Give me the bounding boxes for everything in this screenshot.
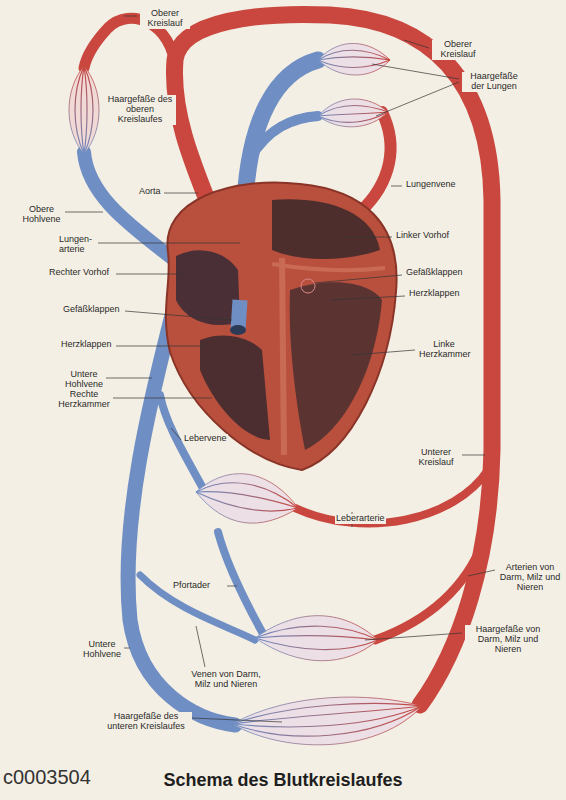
- part-label: Untere Hohlvene: [80, 640, 124, 660]
- part-label: Obere Hohlvene: [18, 205, 65, 225]
- diagram-title: Schema des Blutkreislaufes: [0, 770, 566, 791]
- part-label: Rechte Herzkammer: [55, 390, 113, 410]
- part-label: Rechter Vorhof: [48, 268, 110, 278]
- part-label: Gefäßklappen: [62, 305, 121, 315]
- part-label: Haargefäße von Darm, Milz und Nieren: [465, 625, 551, 655]
- part-label: Linker Vorhof: [395, 231, 450, 241]
- part-label: Arterien von Darm, Milz und Nieren: [498, 563, 562, 593]
- part-label: Haargefäße des oberen Kreislaufes: [104, 95, 176, 125]
- part-label: Leberarterie: [335, 514, 386, 524]
- part-label: Linke Herzkammer: [418, 340, 470, 360]
- part-label: Unterer Kreislauf: [410, 448, 462, 468]
- part-label: Oberer Kreislauf: [140, 9, 190, 29]
- part-label: Lungen- arterie: [58, 235, 98, 255]
- part-label: Lebervene: [183, 434, 228, 444]
- part-label: Haargefäße des unteren Kreislaufes: [100, 712, 192, 732]
- part-label: Lungenvene: [405, 180, 457, 190]
- part-label: Herzklappen: [60, 340, 113, 350]
- part-label: Haargefäße der Lungen: [462, 72, 526, 92]
- part-label: Oberer Kreislauf: [432, 40, 484, 60]
- part-label: Pfortader: [172, 581, 211, 591]
- part-label: Venen von Darm, Milz und Nieren: [185, 670, 267, 690]
- image-code: c0003504: [3, 766, 91, 789]
- part-label: Aorta: [138, 187, 162, 197]
- part-label: Herzklappen: [408, 289, 461, 299]
- part-label: Gefäßklappen: [405, 268, 464, 278]
- part-label: Untere Hohlvene: [62, 370, 106, 390]
